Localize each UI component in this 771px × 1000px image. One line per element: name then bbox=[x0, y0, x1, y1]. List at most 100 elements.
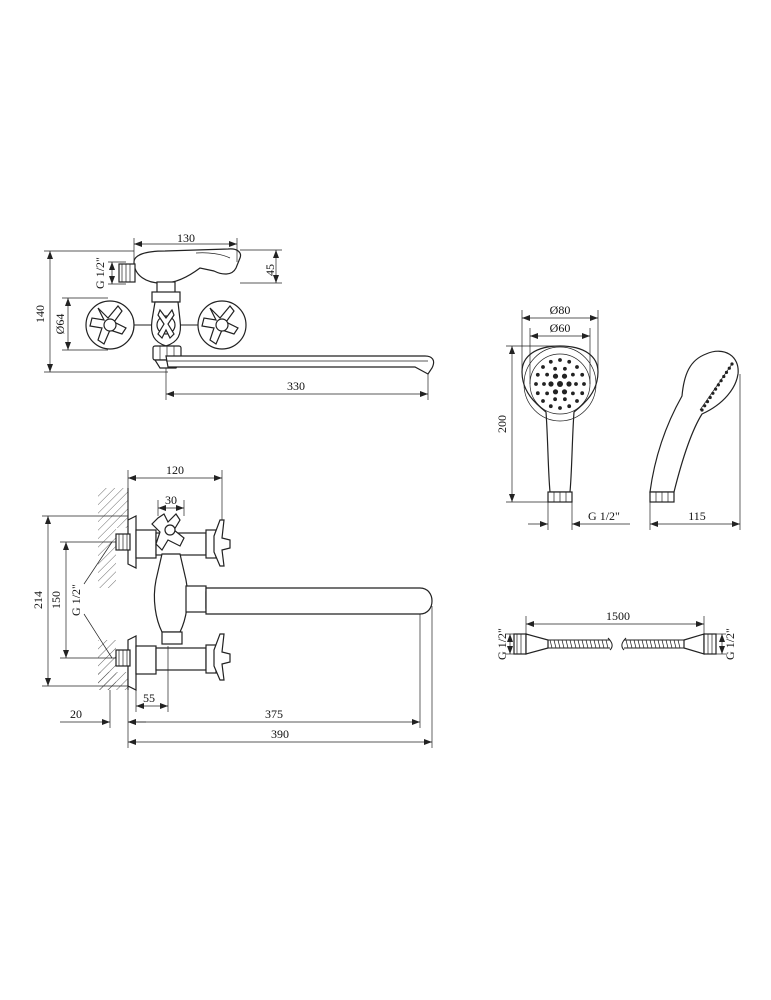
hose-coil bbox=[637, 639, 641, 649]
lever-handle bbox=[133, 248, 242, 284]
front-spout bbox=[205, 587, 433, 615]
dim-200: 200 bbox=[495, 415, 509, 433]
shower-side-nozzles bbox=[700, 362, 734, 412]
dim-390: 390 bbox=[271, 727, 289, 741]
dim-thread-shower: G 1/2" bbox=[588, 509, 620, 523]
hose-coil bbox=[641, 639, 645, 649]
hose-left-fitting bbox=[513, 633, 527, 655]
nozzle-dot bbox=[557, 381, 563, 387]
nozzle-dot bbox=[552, 373, 559, 379]
nozzle-dot bbox=[548, 404, 553, 409]
hose-coil bbox=[661, 639, 665, 649]
dim-375: 375 bbox=[265, 707, 283, 721]
hose-coil bbox=[673, 639, 677, 649]
side-nozzle-dot bbox=[716, 383, 721, 387]
hose-coil bbox=[649, 639, 653, 649]
nozzle-dot bbox=[534, 382, 538, 386]
hose-coil bbox=[557, 639, 561, 649]
hose-coil bbox=[657, 639, 661, 649]
nozzle-dot bbox=[571, 391, 575, 396]
nozzle-dot bbox=[567, 359, 572, 364]
nozzle-dot bbox=[553, 366, 557, 371]
side-nozzle-dot bbox=[724, 370, 729, 374]
hose-coil bbox=[645, 639, 649, 649]
wall-hatch bbox=[98, 488, 128, 528]
dim-150: 150 bbox=[49, 591, 63, 609]
dim-30: 30 bbox=[165, 493, 177, 507]
nozzle-dot bbox=[563, 366, 567, 371]
nozzle-dot bbox=[580, 391, 585, 396]
dim-214: 214 bbox=[31, 591, 45, 609]
side-nozzle-dot bbox=[708, 395, 712, 400]
dim-thread-top: G 1/2" bbox=[93, 257, 107, 289]
dim-thread-hose-left: G 1/2" bbox=[495, 628, 509, 660]
central-column bbox=[153, 553, 189, 633]
hose-coil bbox=[581, 639, 585, 649]
dim-140: 140 bbox=[33, 305, 47, 323]
hose-coil bbox=[585, 639, 589, 649]
hose-right-fitting bbox=[703, 633, 717, 655]
shower-head-view: Ø80 Ø60 200 G 1/2" 115 bbox=[495, 303, 741, 530]
hose-view: 1500 G 1/2" G 1/2" bbox=[495, 609, 737, 660]
hose-coil bbox=[677, 639, 681, 649]
nozzle-dot bbox=[545, 372, 549, 377]
dim-d80: Ø80 bbox=[550, 303, 571, 317]
dim-thread-hose-right: G 1/2" bbox=[723, 628, 737, 660]
hose-coil bbox=[593, 639, 597, 649]
nozzle-dot bbox=[545, 391, 549, 396]
thread-stub bbox=[118, 263, 136, 283]
hose-coil bbox=[573, 639, 577, 649]
nozzle-dot bbox=[567, 404, 572, 409]
dim-55: 55 bbox=[143, 691, 155, 705]
hose-coil bbox=[605, 639, 609, 649]
nozzle-dot bbox=[535, 372, 540, 377]
nozzle-dot bbox=[548, 359, 553, 364]
nozzle-dot bbox=[563, 397, 567, 402]
hose-coil bbox=[597, 639, 601, 649]
hose-coil bbox=[653, 639, 657, 649]
hose-coil bbox=[633, 639, 637, 649]
hose-coil bbox=[629, 639, 633, 649]
nozzle-dot bbox=[535, 391, 540, 396]
hose-coil bbox=[553, 639, 557, 649]
hose-coil bbox=[669, 639, 673, 649]
nozzle-dot bbox=[541, 399, 545, 403]
side-nozzle-dot bbox=[714, 387, 718, 391]
nozzle-dot bbox=[553, 397, 557, 402]
dim-d64: Ø64 bbox=[53, 314, 67, 335]
hose-coil bbox=[665, 639, 669, 649]
hose-coil bbox=[625, 639, 629, 649]
side-nozzle-dot bbox=[703, 404, 707, 408]
nozzle-dot bbox=[574, 382, 578, 386]
hose-coil bbox=[601, 639, 605, 649]
nozzle-dot bbox=[582, 382, 586, 386]
hose-coil bbox=[565, 639, 569, 649]
side-nozzle-dot bbox=[700, 408, 704, 412]
front-view: 120 30 214 150 G 1/2" 55 20 37 bbox=[31, 463, 433, 748]
hose-coil bbox=[569, 639, 573, 649]
nozzle-dot bbox=[575, 399, 579, 403]
nozzle-dot bbox=[561, 373, 568, 379]
hose-coil bbox=[577, 639, 581, 649]
nozzle-dot bbox=[552, 389, 559, 395]
spout bbox=[165, 355, 435, 375]
dim-45: 45 bbox=[263, 264, 277, 276]
hose-coil bbox=[589, 639, 593, 649]
nozzle-dot bbox=[542, 382, 546, 386]
nozzle-dot bbox=[558, 406, 562, 410]
side-nozzle-dot bbox=[730, 362, 734, 366]
top-view: 130 45 G 1/2" 140 Ø64 330 bbox=[33, 231, 435, 400]
nozzle-dot bbox=[541, 365, 545, 369]
dim-130: 130 bbox=[177, 231, 195, 245]
hose-coil bbox=[561, 639, 565, 649]
side-nozzle-dot bbox=[705, 400, 710, 404]
nozzle-dot bbox=[580, 372, 585, 377]
dim-330: 330 bbox=[287, 379, 305, 393]
shower-nozzles bbox=[534, 358, 586, 410]
dim-1500: 1500 bbox=[606, 609, 630, 623]
nozzle-dot bbox=[566, 381, 572, 387]
nozzle-dot bbox=[548, 381, 554, 387]
nozzle-dot bbox=[561, 389, 568, 395]
hose-coil bbox=[549, 639, 553, 649]
